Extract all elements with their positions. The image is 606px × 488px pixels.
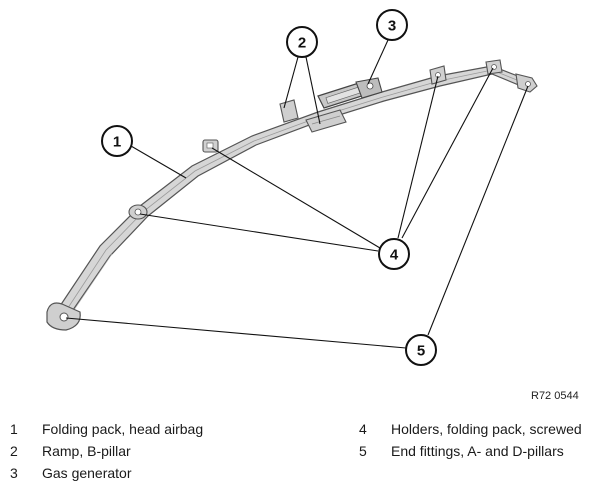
leader-2b bbox=[305, 56, 321, 125]
airbag-diagram: 1 2 3 4 5 bbox=[46, 9, 538, 366]
legend-text: Gas generator bbox=[42, 465, 132, 481]
svg-text:1: 1 bbox=[113, 134, 121, 151]
callout-3: 3 bbox=[376, 9, 408, 41]
leader-4d bbox=[401, 67, 494, 239]
holder-front bbox=[128, 204, 148, 220]
legend-text: Ramp, B-pillar bbox=[42, 443, 131, 459]
figure-reference-code: R72 0544 bbox=[531, 390, 579, 402]
svg-text:2: 2 bbox=[298, 35, 306, 52]
legend-right: 4 Holders, folding pack, screwed 5 End f… bbox=[359, 418, 604, 462]
legend-number: 4 bbox=[359, 421, 367, 437]
legend-text: End fittings, A- and D-pillars bbox=[391, 443, 564, 459]
legend-item: 5 End fittings, A- and D-pillars bbox=[359, 440, 604, 462]
svg-text:4: 4 bbox=[390, 247, 399, 264]
legend-item: 4 Holders, folding pack, screwed bbox=[359, 418, 604, 440]
legend-number: 1 bbox=[10, 421, 18, 437]
legend-left: 1 Folding pack, head airbag 2 Ramp, B-pi… bbox=[10, 418, 330, 484]
legend-text: Holders, folding pack, screwed bbox=[391, 421, 582, 437]
svg-text:5: 5 bbox=[417, 343, 425, 360]
holder-c bbox=[485, 59, 503, 75]
gas-generator bbox=[317, 77, 383, 109]
leader-2a bbox=[283, 56, 299, 109]
leader-3 bbox=[367, 39, 389, 85]
leader-4b bbox=[211, 147, 381, 249]
callout-4: 4 bbox=[378, 238, 410, 270]
svg-text:3: 3 bbox=[388, 18, 396, 35]
leader-5b bbox=[427, 85, 529, 336]
leader-lines bbox=[65, 39, 529, 349]
legend-text: Folding pack, head airbag bbox=[42, 421, 204, 437]
legend-number: 5 bbox=[359, 443, 367, 459]
ramp-b-pillar bbox=[279, 99, 347, 133]
leader-4a bbox=[139, 213, 379, 252]
leader-5a bbox=[65, 317, 407, 349]
callout-2: 2 bbox=[286, 26, 318, 58]
legend-number: 3 bbox=[10, 465, 18, 481]
end-fitting-a-pillar bbox=[46, 302, 81, 331]
leader-4c bbox=[397, 75, 439, 239]
end-fitting-d-pillar bbox=[515, 73, 538, 93]
callout-1: 1 bbox=[101, 125, 133, 157]
legend-item: 1 Folding pack, head airbag bbox=[10, 418, 330, 440]
legend-item: 2 Ramp, B-pillar bbox=[10, 440, 330, 462]
legend-number: 2 bbox=[10, 443, 18, 459]
legend-item: 3 Gas generator bbox=[10, 462, 330, 484]
callout-5: 5 bbox=[405, 334, 437, 366]
leader-1 bbox=[130, 145, 187, 179]
